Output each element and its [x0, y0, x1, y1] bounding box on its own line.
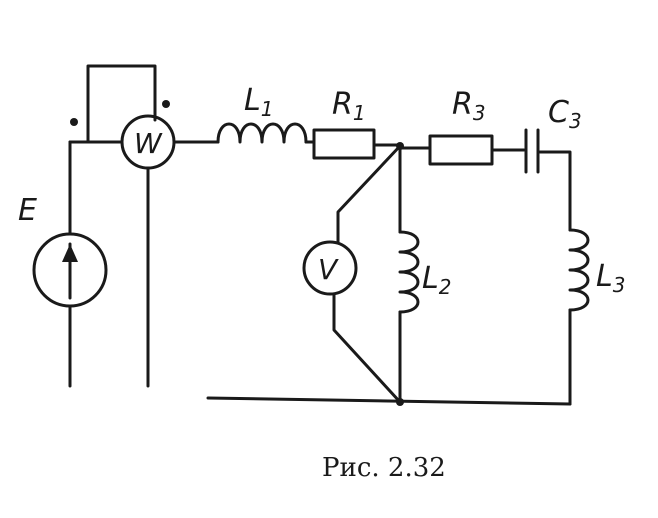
wire-node-to-voltmeter	[336, 144, 402, 244]
voltmeter-branch: V	[302, 144, 402, 404]
source-branch: E	[18, 140, 108, 388]
inductor-L2-symbol	[398, 230, 420, 314]
figure-caption: Рис. 2.32	[322, 453, 446, 483]
C3-label: C3	[548, 95, 582, 133]
source-arrow-icon	[62, 244, 78, 262]
resistor-R3-symbol	[428, 134, 494, 166]
wattmeter-polarity-dot-current	[70, 118, 78, 126]
junction-node-bottom	[396, 398, 404, 406]
inductor-L3-symbol	[568, 228, 590, 312]
wattmeter-label: W	[134, 127, 163, 160]
L1-label: L1	[244, 83, 273, 121]
L2-label: L2	[422, 261, 451, 299]
series-line: L1 R1	[172, 83, 402, 160]
wattmeter: W	[68, 64, 176, 388]
wire-bottom-return	[206, 396, 572, 406]
L2-branch: L2	[398, 144, 451, 404]
R3-label: R3	[452, 87, 486, 125]
wattmeter-voltage-loop	[86, 64, 157, 144]
R1-label: R1	[332, 87, 366, 125]
L3-label: L3	[596, 259, 625, 297]
inductor-L1-symbol	[216, 122, 308, 144]
R3-C3-line: R3 C3	[398, 87, 582, 232]
wire-voltmeter-to-bottom	[332, 292, 402, 404]
wire-C3-to-L3	[538, 150, 572, 232]
source-label: E	[18, 193, 37, 228]
voltmeter-symbol	[302, 240, 358, 296]
resistor-R1-symbol	[312, 128, 376, 160]
L3-branch: L3	[568, 228, 625, 406]
voltmeter-label: V	[318, 253, 339, 286]
wattmeter-polarity-dot-voltage	[162, 100, 170, 108]
